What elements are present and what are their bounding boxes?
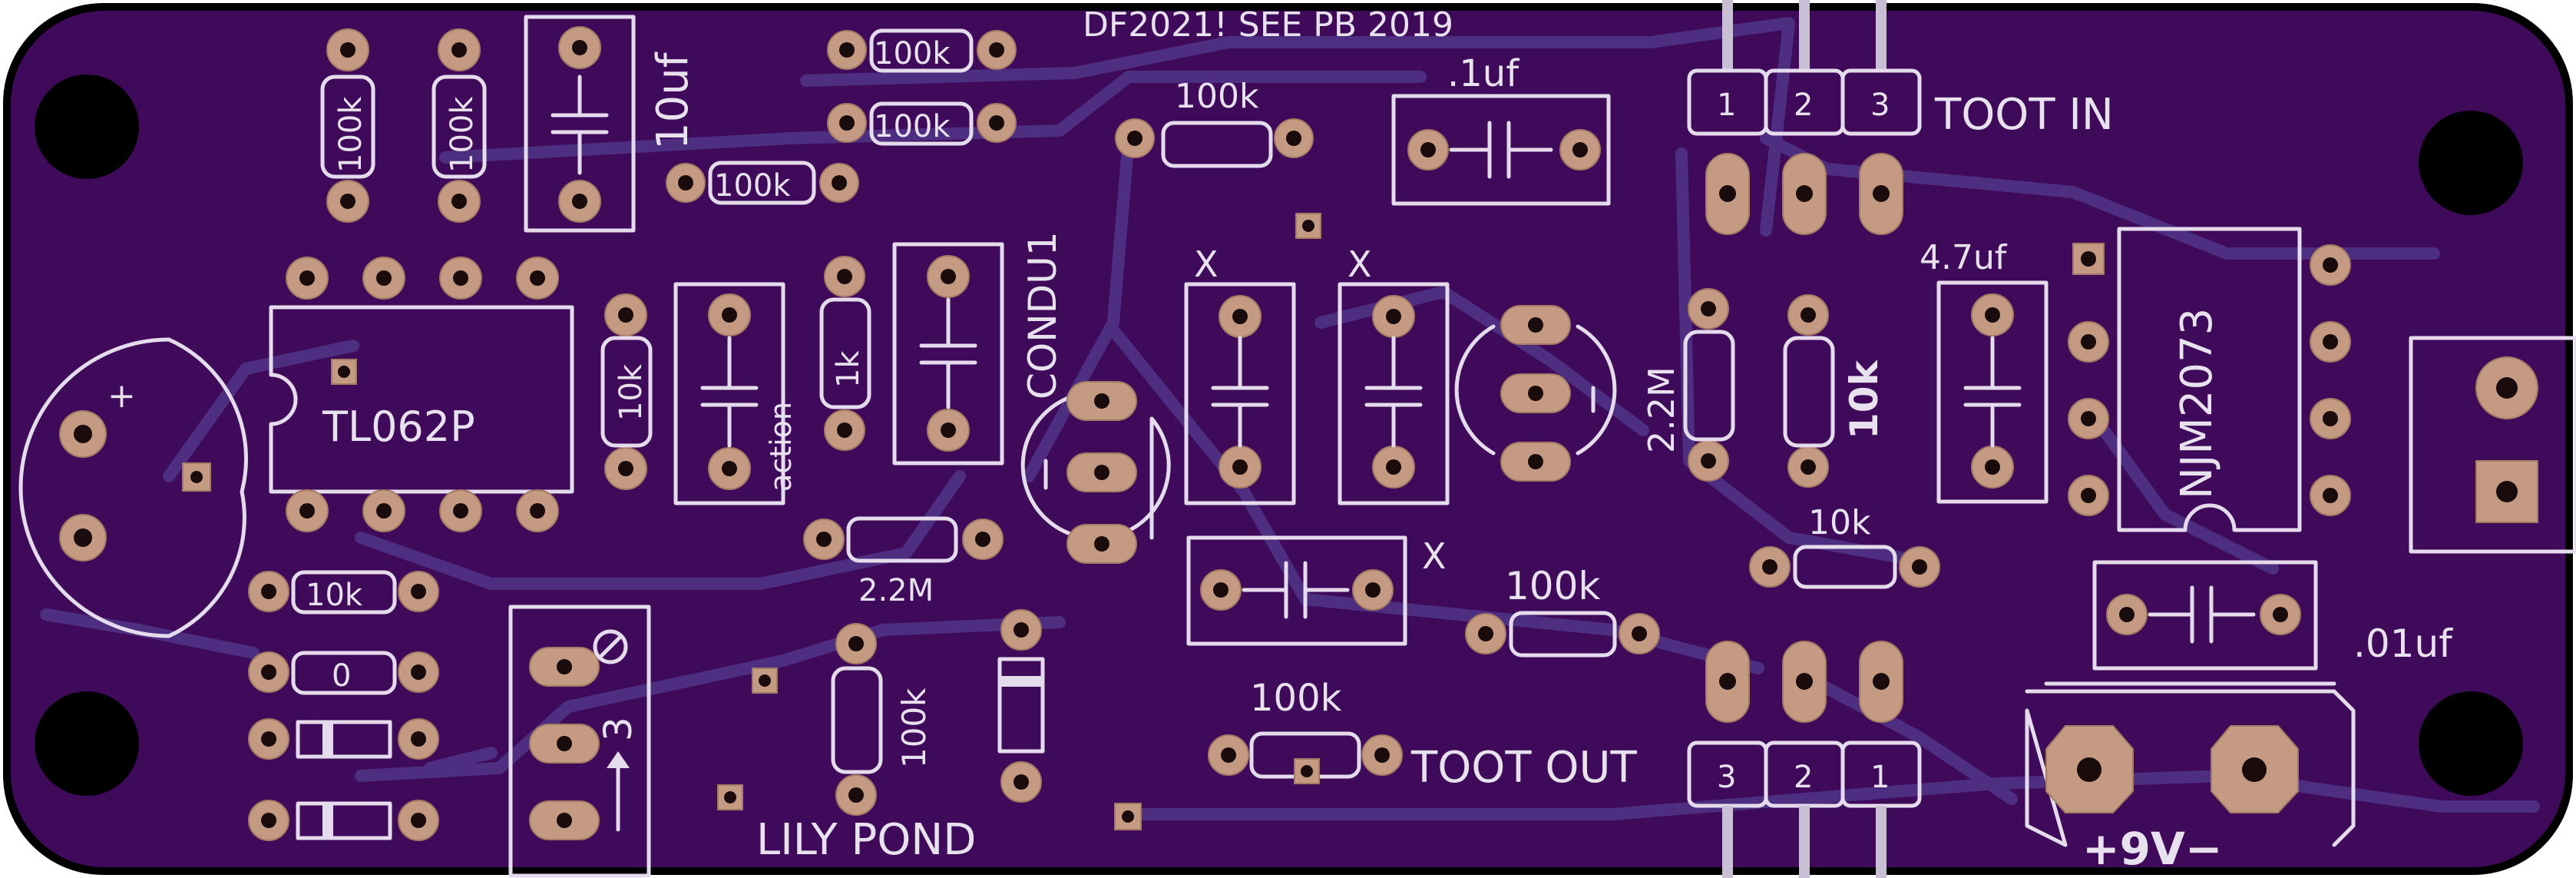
capacitor-10uf: 10uf (524, 15, 698, 233)
capacitor-4-7uf-label: 4.7uf (1920, 238, 2008, 277)
resistor-mid-2-2m: 2.2M (803, 516, 1004, 608)
capacitor-action-label: action (764, 402, 798, 492)
toot-in-label: TOOT IN (1934, 90, 2114, 140)
capacitor-point1uf: .1uf (1391, 52, 1611, 206)
header-in-pin-1: 1 (1717, 88, 1736, 123)
capacitor-x1: X (1184, 244, 1296, 505)
resistor-top-mid-4-label: 100k (1175, 77, 1259, 116)
resistor-mid-2-2m-label: 2.2M (858, 573, 934, 608)
capacitor-x1-label: X (1194, 244, 1219, 285)
transistor-1 (1020, 381, 1171, 564)
resistor-top-left-1: 100k (320, 28, 375, 223)
power-label: +9V− (2082, 823, 2222, 875)
capacitor-point01uf: .01uf (2092, 560, 2453, 671)
diode-2 (248, 800, 439, 841)
diode-3 (997, 609, 1045, 803)
ic-tl062p: TL062P (269, 257, 574, 532)
resistor-right-10k-2: 10k (1749, 503, 1940, 589)
resistor-center-100k: 100k (1465, 564, 1660, 658)
capacitor-x3: X (1186, 535, 1447, 646)
mounting-hole-bottom-left (35, 691, 139, 796)
header-out-pin-3: 3 (1717, 760, 1736, 795)
electrolytic-plus-label: + (107, 376, 136, 416)
mounting-hole-bottom-right (2419, 691, 2523, 796)
capacitor-4-7uf: 4.7uf (1920, 238, 2105, 504)
resistor-bottom-left-0: 0 (248, 651, 439, 695)
capacitor-10uf-label: 10uf (648, 51, 698, 150)
header-out-pin-2: 2 (1794, 760, 1813, 795)
header-toot-out: 3 2 1 TOOT OUT (1410, 641, 1922, 878)
resistor-bottom-100k-2: 100k (1208, 677, 1403, 784)
resistor-top-mid-1-label: 100k (874, 36, 951, 71)
connector-right (2409, 336, 2576, 554)
resistor-right-10k: 10k (1783, 294, 1887, 488)
resistor-1k-label: 1k (831, 350, 866, 388)
resistor-left-10k-label: 10k (613, 363, 649, 421)
board-name: LILY POND (756, 815, 976, 865)
resistor-top-mid-3-label: 100k (714, 168, 791, 204)
capacitor-action: action (673, 282, 798, 505)
ic-njm2073-label: NJM2073 (2172, 308, 2222, 499)
capacitor-point01uf-label: .01uf (2353, 621, 2453, 666)
mounting-hole-top-right (2419, 111, 2523, 215)
capacitor-condu1: CONDU1 (892, 231, 1065, 466)
header-toot-in: 1 2 3 TOOT IN (1687, 0, 2114, 235)
toot-out-label: TOOT OUT (1410, 743, 1637, 793)
electrolytic-capacitor: + (18, 337, 248, 638)
resistor-bottom-100k: 100k (717, 623, 933, 816)
resistor-right-10k-label: 10k (1842, 359, 1887, 439)
resistor-bottom-left-10k: 10k (248, 570, 439, 615)
resistor-bottom-100k-label: 100k (895, 687, 933, 768)
ic-tl062p-label: TL062P (322, 403, 475, 451)
trimmer-label: 3 (596, 717, 640, 741)
resistor-left-10k: 10k (600, 293, 653, 490)
trimmer-pot: 3 (508, 605, 651, 878)
capacitor-condu1-label: CONDU1 (1020, 231, 1065, 399)
capacitor-x2: X (1338, 244, 1450, 505)
power-connector-9v: +9V− (2025, 681, 2356, 875)
resistor-right-10k-2-label: 10k (1808, 503, 1871, 542)
resistor-center-100k-label: 100k (1505, 564, 1600, 608)
resistor-bottom-left-10k-label: 10k (306, 578, 363, 613)
resistor-top-left-1-label: 100k (333, 96, 369, 173)
resistor-top-left-2: 100k (432, 28, 487, 223)
resistor-top-mid-1: 100k (827, 28, 1017, 73)
resistor-top-mid-2: 100k (827, 101, 1017, 146)
header-in-pin-2: 2 (1794, 88, 1813, 123)
resistor-top-left-2-label: 100k (445, 96, 480, 173)
header-out-pin-1: 1 (1870, 760, 1890, 795)
capacitor-point1uf-label: .1uf (1447, 52, 1519, 95)
ic-njm2073: NJM2073 (2068, 227, 2351, 532)
lily-pond-label-group: LILY POND (756, 803, 1142, 865)
diode-1 (248, 718, 439, 760)
resistor-right-2-2m: 2.2M (1641, 288, 1735, 482)
capacitor-x3-label: X (1422, 535, 1447, 577)
capacitor-x2-label: X (1348, 244, 1372, 285)
resistor-bottom-left-0-label: 0 (332, 658, 351, 694)
transistor-2 (1454, 305, 1617, 482)
resistor-top-mid-4: 100k (1115, 77, 1321, 239)
resistor-top-mid-2-label: 100k (874, 109, 951, 144)
header-in-pin-3: 3 (1870, 88, 1890, 123)
resistor-top-mid-3: 100k (666, 161, 859, 205)
board-title: DF2021! SEE PB 2019 (1083, 5, 1453, 45)
resistor-right-2-2m-label: 2.2M (1641, 366, 1682, 453)
resistor-bottom-100k-2-label: 100k (1250, 677, 1342, 720)
mounting-hole-top-left (35, 75, 139, 179)
resistor-1k: 1k (819, 256, 871, 451)
